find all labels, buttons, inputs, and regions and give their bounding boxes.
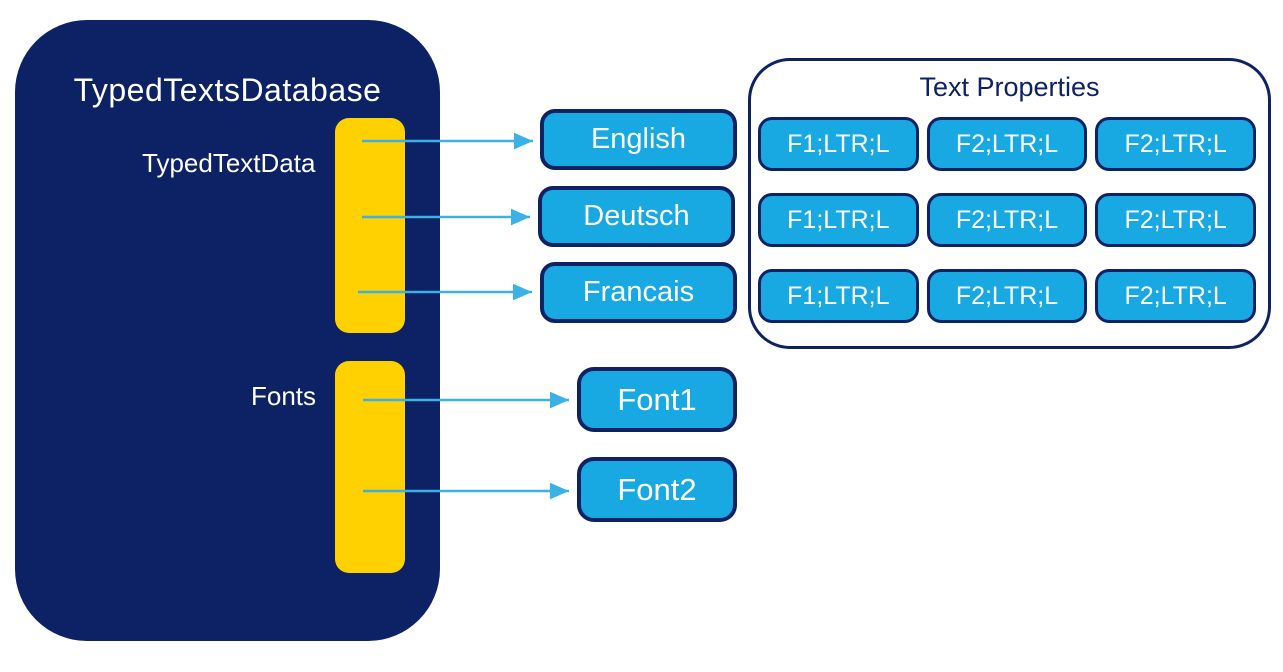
slot-typedtextdata bbox=[335, 118, 405, 333]
text-properties-grid: F1;LTR;L F2;LTR;L F2;LTR;L F1;LTR;L F2;L… bbox=[758, 117, 1256, 323]
text-properties-title: Text Properties bbox=[919, 72, 1100, 102]
property-cell: F2;LTR;L bbox=[1095, 193, 1256, 247]
property-cell: F1;LTR;L bbox=[758, 269, 919, 323]
language-node-francais: Francais bbox=[540, 262, 737, 323]
property-cell: F2;LTR;L bbox=[926, 269, 1088, 323]
text-properties-panel: Text Properties F1;LTR;L F2;LTR;L F2;LTR… bbox=[748, 58, 1271, 349]
property-cell: F2;LTR;L bbox=[1095, 117, 1256, 171]
language-node-deutsch-label: Deutsch bbox=[583, 200, 690, 232]
section-label-typedtextdata: TypedTextData bbox=[142, 148, 316, 178]
section-label-fonts: Fonts bbox=[251, 381, 317, 411]
font-node-font2-label: Font2 bbox=[617, 471, 697, 507]
property-cell: F2;LTR;L bbox=[1095, 269, 1256, 323]
slot-fonts bbox=[335, 361, 405, 573]
property-cell: F2;LTR;L bbox=[926, 117, 1088, 171]
property-cell: F2;LTR;L bbox=[926, 193, 1088, 247]
language-node-deutsch: Deutsch bbox=[538, 186, 735, 247]
database-title: TypedTextsDatabase bbox=[73, 72, 382, 108]
language-node-english-label: English bbox=[590, 123, 687, 155]
font-node-font1: Font1 bbox=[577, 367, 737, 432]
font-node-font2: Font2 bbox=[577, 457, 737, 522]
property-cell: F1;LTR;L bbox=[758, 117, 919, 171]
property-cell: F1;LTR;L bbox=[758, 193, 919, 247]
language-node-english: English bbox=[540, 109, 737, 170]
font-node-font1-label: Font1 bbox=[617, 381, 697, 417]
language-node-francais-label: Francais bbox=[582, 276, 695, 308]
